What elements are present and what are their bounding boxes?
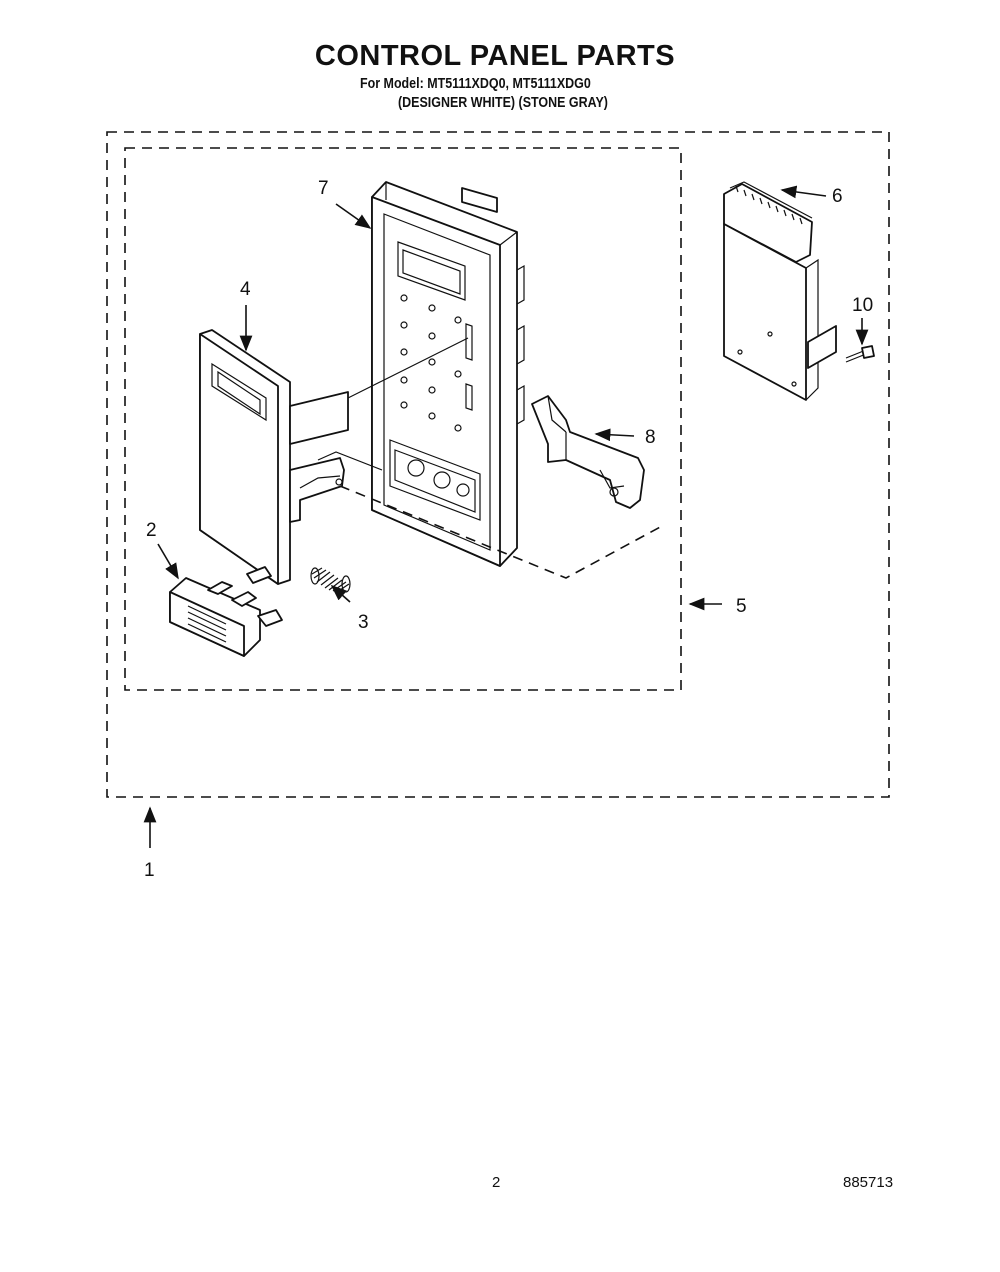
page-number: 2 — [492, 1174, 501, 1191]
circuit-board — [723, 181, 837, 401]
callout-2: 2 — [146, 520, 157, 541]
callout-6: 6 — [832, 186, 843, 207]
callout-5: 7 — [318, 178, 329, 199]
callout-7: 8 — [645, 427, 656, 448]
screw — [845, 345, 875, 363]
spring — [310, 567, 351, 593]
callout-1: 1 — [144, 860, 155, 881]
color-line: (DESIGNER WHITE) (STONE GRAY) — [398, 95, 608, 111]
document-code: 885713 — [843, 1174, 894, 1191]
door-push-button — [169, 577, 283, 657]
control-panel-frame — [371, 181, 525, 567]
membrane-keypad — [199, 329, 349, 585]
door-release-lever — [531, 395, 645, 509]
model-line: For Model: MT5111XDQ0, MT5111XDG0 — [360, 76, 591, 92]
outer-assembly-boundary — [106, 131, 890, 798]
callout-3: 3 — [358, 612, 369, 633]
callout-10: 10 — [852, 295, 873, 316]
inner-assembly-boundary — [124, 147, 682, 691]
callout-8: 5 — [736, 596, 747, 617]
callout-4: 4 — [240, 279, 251, 300]
page-title: CONTROL PANEL PARTS — [314, 40, 676, 72]
